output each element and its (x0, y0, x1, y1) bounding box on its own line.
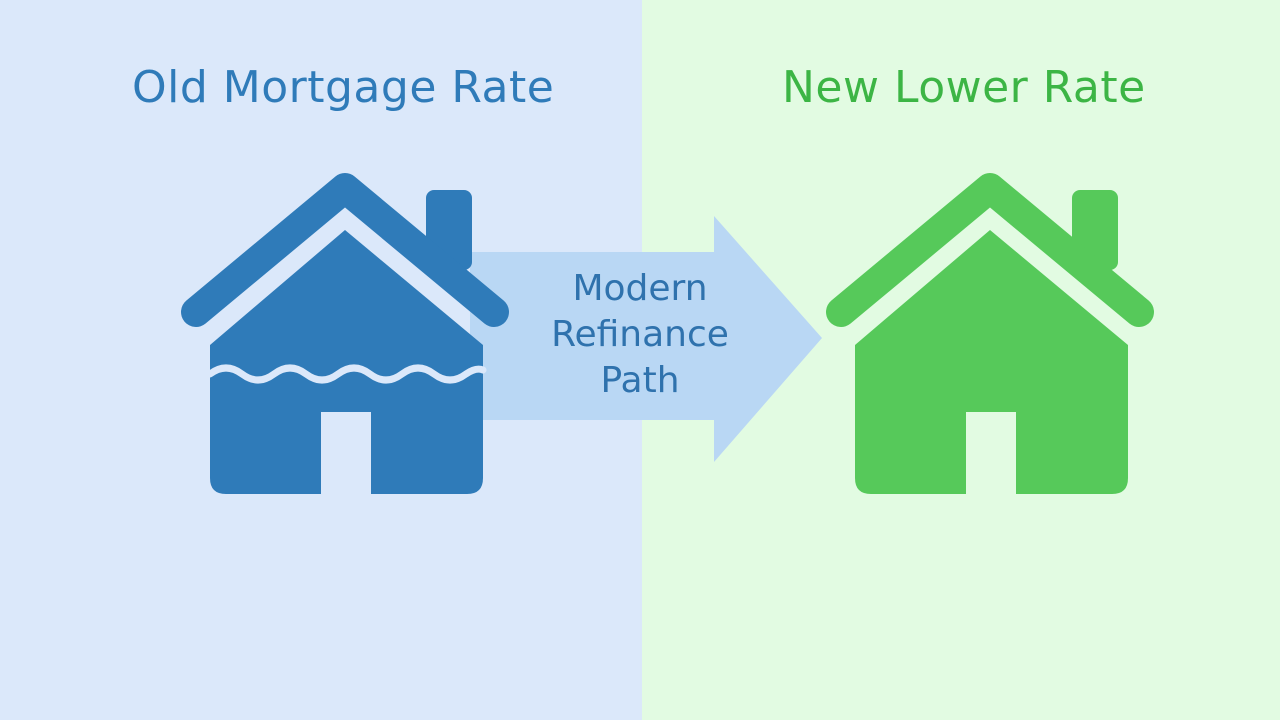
house-icon (826, 173, 1154, 494)
old-rate-heading: Old Mortgage Rate (132, 62, 555, 113)
right-arrow-icon (470, 216, 822, 462)
arrow-label-line: Path (600, 360, 680, 401)
house-with-water-icon (181, 173, 509, 494)
arrow-label-line: Refinance (551, 314, 729, 355)
arrow-label-line: Modern (572, 268, 708, 309)
arrow-label: Modern Refinance Path (520, 266, 760, 404)
new-rate-heading: New Lower Rate (782, 62, 1146, 113)
